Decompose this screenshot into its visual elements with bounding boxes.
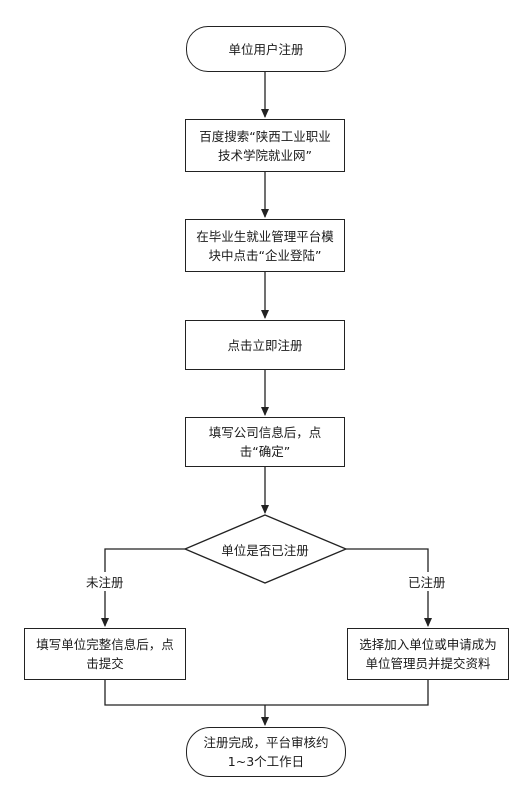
- join-unit-step-label: 选择加入单位或申请成为 单位管理员并提交资料: [359, 637, 497, 671]
- line-no-branch-merge: [104, 680, 265, 706]
- register-step-node: 点击立即注册: [185, 320, 345, 370]
- line-yes-branch-merge: [265, 680, 429, 706]
- branch-no-label: 未注册: [84, 572, 126, 591]
- register-step-label: 点击立即注册: [227, 337, 303, 353]
- decision-diamond: [183, 514, 348, 584]
- login-step-label: 在毕业生就业管理平台模 块中点击“企业登陆”: [196, 228, 334, 263]
- search-step-node: 百度搜索“陕西工业职业 技术学院就业网”: [185, 119, 345, 172]
- fill-full-info-step-node: 填写单位完整信息后，点 击提交: [24, 628, 186, 680]
- login-step-node: 在毕业生就业管理平台模 块中点击“企业登陆”: [185, 219, 345, 272]
- decision-label: 单位是否已注册: [221, 542, 309, 558]
- start-node-label: 单位用户注册: [228, 41, 304, 57]
- fill-company-step-node: 填写公司信息后，点 击“确定”: [185, 417, 345, 467]
- arrow-decision-to-no-branch: [101, 548, 185, 627]
- fill-company-step-label: 填写公司信息后，点 击“确定”: [208, 425, 322, 459]
- search-step-label: 百度搜索“陕西工业职业 技术学院就业网”: [199, 128, 331, 163]
- start-node: 单位用户注册: [186, 26, 346, 72]
- fill-full-info-step-label: 填写单位完整信息后，点 击提交: [36, 637, 174, 671]
- end-node: 注册完成，平台审核约 1~3个工作日: [186, 727, 346, 777]
- arrow-decision-to-yes-branch: [346, 548, 432, 627]
- join-unit-step-node: 选择加入单位或申请成为 单位管理员并提交资料: [347, 628, 509, 680]
- branch-yes-label: 已注册: [406, 572, 448, 591]
- end-node-label: 注册完成，平台审核约 1~3个工作日: [203, 735, 329, 769]
